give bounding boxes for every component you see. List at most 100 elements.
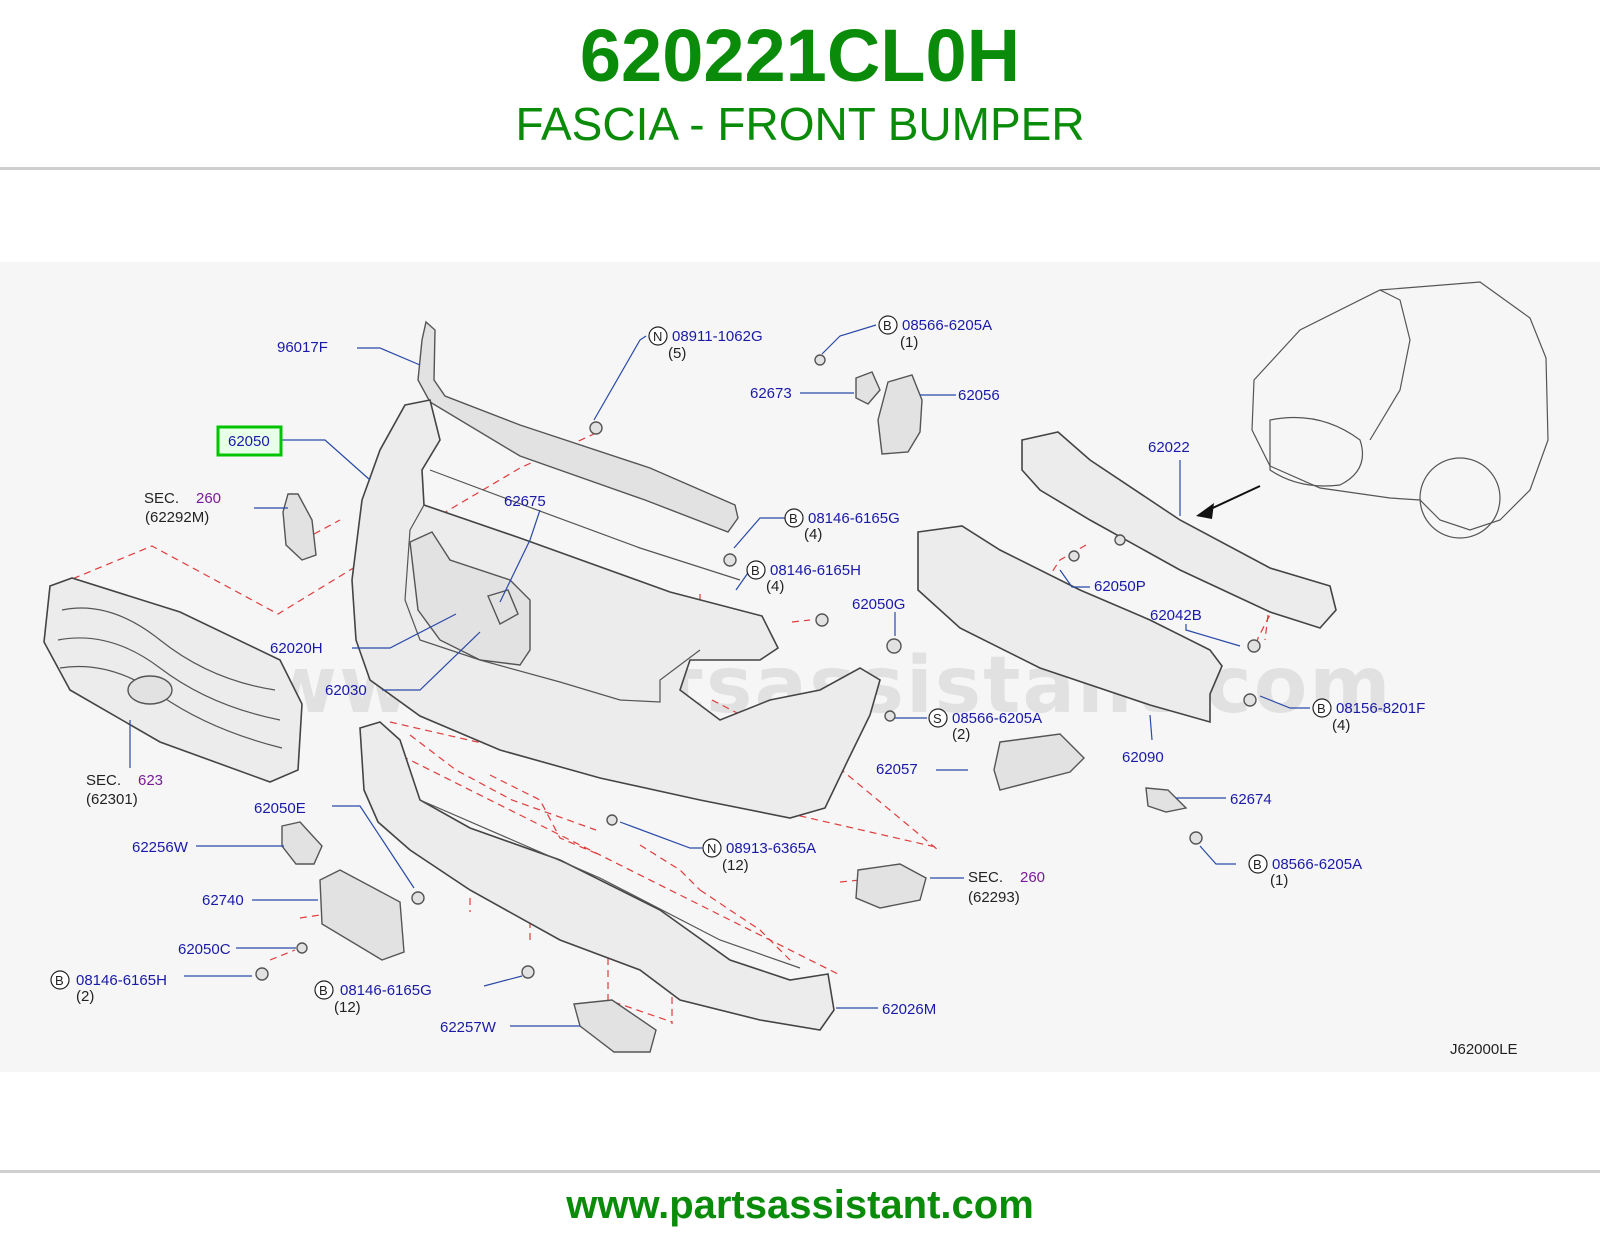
reinforcement-beam-62022 — [1021, 431, 1337, 629]
label-08566-6205A-s[interactable]: 08566-6205A — [952, 710, 1042, 727]
label-62056[interactable]: 62056 — [958, 387, 1000, 404]
label-sec-ref: (62292M) — [145, 509, 209, 526]
bracket-62292M — [282, 493, 317, 561]
label-sec-ref: (62301) — [86, 791, 138, 808]
label-qty: (12) — [334, 999, 361, 1016]
label-08911-1062G[interactable]: 08911-1062G — [672, 328, 763, 345]
badge-circle — [878, 315, 898, 335]
seal-strip-96017F — [417, 320, 739, 533]
label-62740[interactable]: 62740 — [202, 892, 244, 909]
label-62020H[interactable]: 62020H — [270, 640, 323, 657]
badge-circle — [746, 560, 766, 580]
bracket-62293 — [855, 863, 927, 909]
label-sec-prefix: SEC. — [86, 772, 121, 789]
label-08146-6165H-b[interactable]: 08146-6165H — [76, 972, 167, 989]
badge-letter: B — [1253, 857, 1262, 872]
label-08146-6165H[interactable]: 08146-6165H — [770, 562, 861, 579]
inner-grille-frame-62030 — [409, 531, 531, 666]
badge-circle — [928, 708, 948, 728]
label-62090[interactable]: 62090 — [1122, 749, 1164, 766]
label-62050-selected[interactable]: 62050 — [228, 433, 270, 450]
label-62674[interactable]: 62674 — [1230, 791, 1272, 808]
label-62675[interactable]: 62675 — [504, 493, 546, 510]
label-qty: (5) — [668, 345, 686, 362]
energy-absorber-62090 — [917, 525, 1223, 724]
highlight-box — [216, 425, 283, 457]
label-08566-6205A[interactable]: 08566-6205A — [902, 317, 992, 334]
bumper-fascia-62050 — [351, 399, 881, 819]
diagram-code: J62000LE — [1450, 1041, 1518, 1058]
badge-letter: B — [319, 983, 328, 998]
badge-letter: B — [883, 318, 892, 333]
badge-letter: B — [1317, 701, 1326, 716]
part-62675 — [487, 589, 519, 625]
label-62042B[interactable]: 62042B — [1150, 607, 1202, 624]
footer-divider — [0, 1170, 1600, 1173]
label-sec-prefix: SEC. — [968, 869, 1003, 886]
label-62050P[interactable]: 62050P — [1094, 578, 1146, 595]
label-08913-6365A[interactable]: 08913-6365A — [726, 840, 816, 857]
label-sec-ref: (62293) — [968, 889, 1020, 906]
badge-circle — [784, 508, 804, 528]
badge-letter: S — [933, 711, 942, 726]
label-qty: (2) — [76, 988, 94, 1005]
part-number-title: 620221CL0H — [579, 14, 1021, 97]
label-62257W[interactable]: 62257W — [440, 1019, 497, 1036]
arrow-head — [1196, 503, 1214, 519]
label-96017F[interactable]: 96017F — [277, 339, 328, 356]
badge-letter: B — [751, 563, 760, 578]
part-description: FASCIA - FRONT BUMPER — [515, 98, 1085, 150]
label-62030[interactable]: 62030 — [325, 682, 367, 699]
label-62050G[interactable]: 62050G — [852, 596, 905, 613]
label-08146-6165G-b[interactable]: 08146-6165G — [340, 982, 432, 999]
label-08156-8201F[interactable]: 08156-8201F — [1336, 700, 1425, 717]
grille-62301 — [43, 577, 303, 783]
label-62050C[interactable]: 62050C — [178, 941, 231, 958]
lower-fascia-62026M — [359, 721, 835, 1031]
label-08146-6165G[interactable]: 08146-6165G — [808, 510, 900, 527]
footer-website-link[interactable]: www.partsassistant.com — [566, 1183, 1034, 1227]
badge-circle — [50, 970, 70, 990]
grille-emblem — [127, 675, 173, 705]
label-62057[interactable]: 62057 — [876, 761, 918, 778]
vehicle-outline — [1251, 281, 1549, 531]
label-qty: (12) — [722, 857, 749, 874]
label-sec-260[interactable]: 260 — [196, 490, 221, 507]
label-qty: (4) — [1332, 717, 1350, 734]
fasteners — [255, 354, 1261, 981]
label-62022[interactable]: 62022 — [1148, 439, 1190, 456]
badge-circle — [648, 326, 668, 346]
leader-lines — [129, 324, 1310, 1027]
label-qty: (1) — [900, 334, 918, 351]
label-62256W[interactable]: 62256W — [132, 839, 189, 856]
badge-circle — [702, 838, 722, 858]
license-bracket-62740 — [319, 869, 405, 961]
fog-cover-62257W — [573, 999, 657, 1053]
label-62026M[interactable]: 62026M — [882, 1001, 936, 1018]
label-sec-260b[interactable]: 260 — [1020, 869, 1045, 886]
bracket-62057 — [993, 733, 1085, 791]
page-header: 620221CL0H FASCIA - FRONT BUMPER — [0, 0, 1600, 168]
badge-letter: N — [707, 841, 716, 856]
label-62050E[interactable]: 62050E — [254, 800, 306, 817]
bracket-62674 — [1145, 787, 1188, 813]
bracket-62056 — [877, 374, 923, 455]
badge-circle — [314, 980, 334, 1000]
badge-circle — [1248, 854, 1268, 874]
label-qty: (2) — [952, 726, 970, 743]
badge-letter: N — [653, 329, 662, 344]
fog-cover-62256W — [281, 821, 323, 865]
badge-letter: B — [789, 511, 798, 526]
label-sec-prefix: SEC. — [144, 490, 179, 507]
label-qty: (1) — [1270, 872, 1288, 889]
badge-letter: B — [55, 973, 64, 988]
label-sec-623[interactable]: 623 — [138, 772, 163, 789]
label-qty: (4) — [804, 526, 822, 543]
header-divider — [0, 167, 1600, 170]
label-08566-6205A-b[interactable]: 08566-6205A — [1272, 856, 1362, 873]
label-62673[interactable]: 62673 — [750, 385, 792, 402]
label-qty: (4) — [766, 578, 784, 595]
badge-circle — [1312, 698, 1332, 718]
bracket-62673 — [855, 371, 881, 405]
